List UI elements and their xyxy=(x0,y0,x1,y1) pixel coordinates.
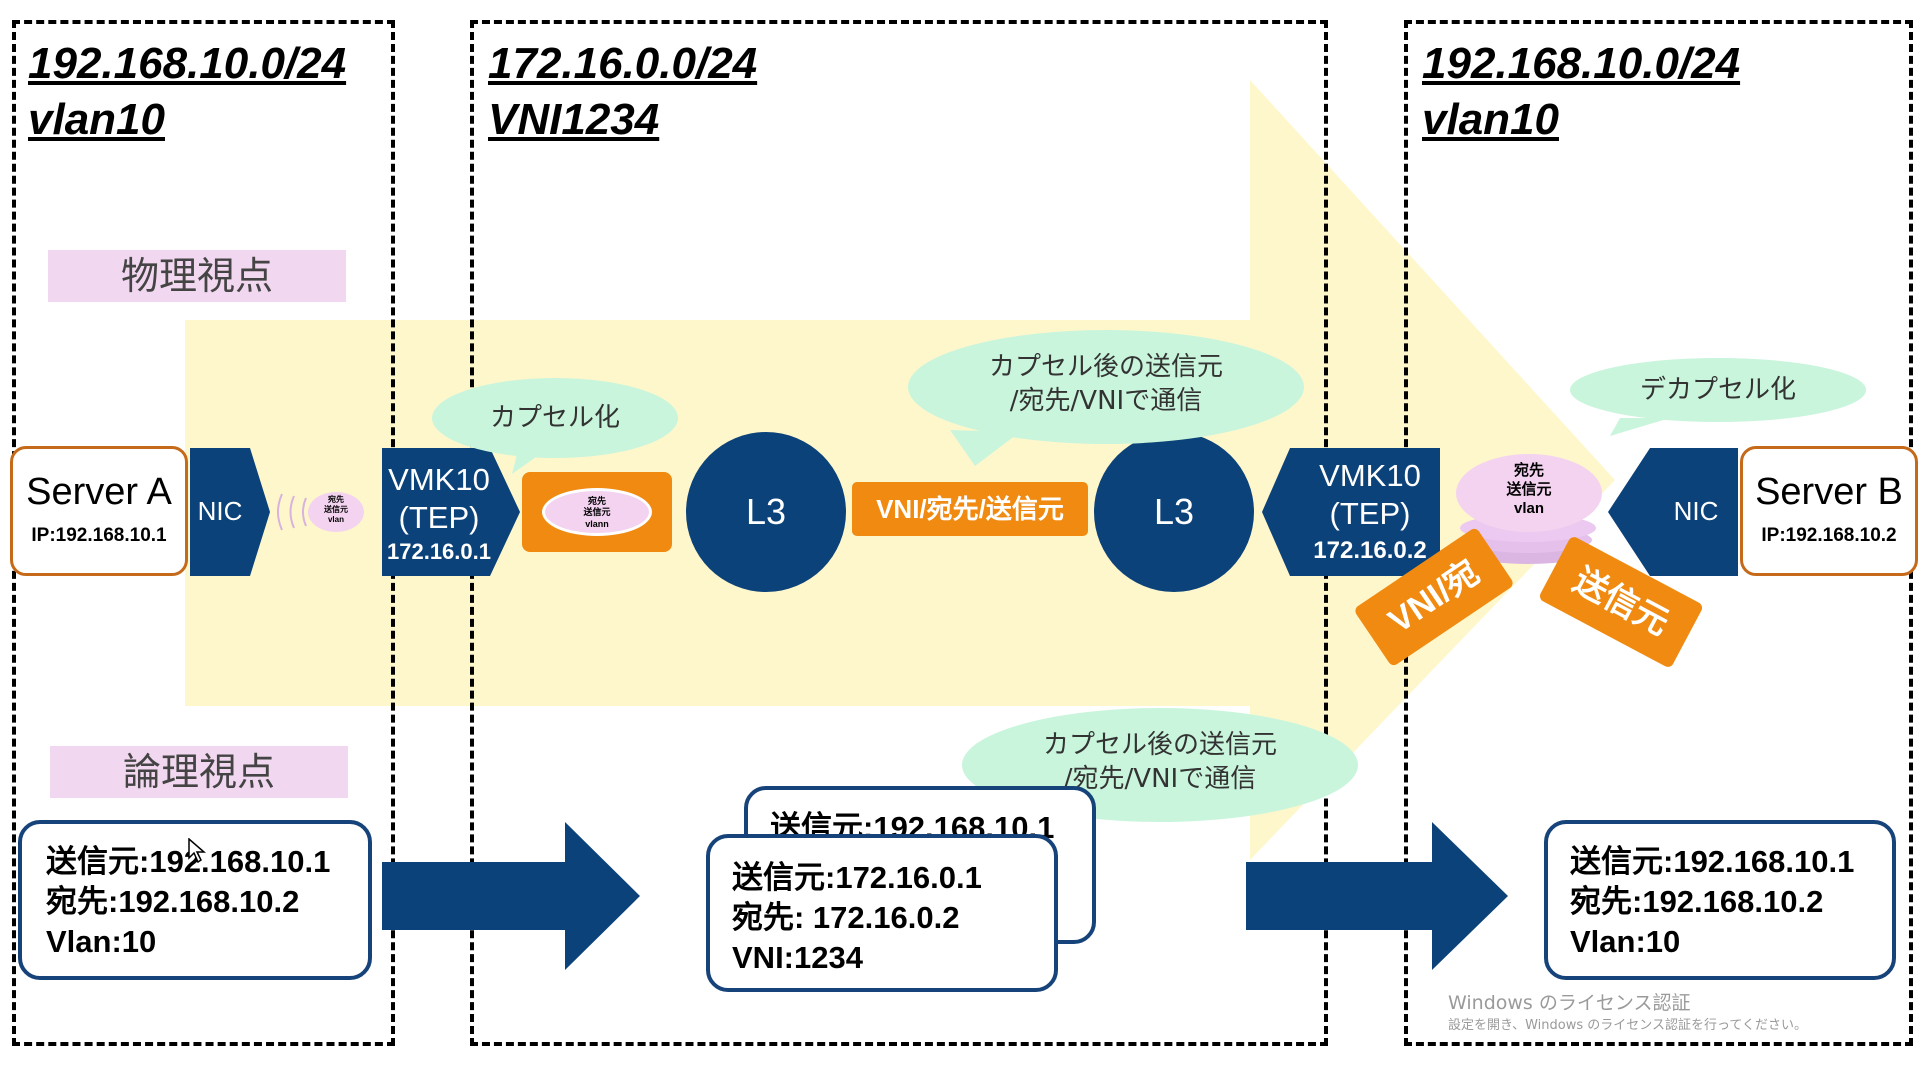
inner-packet: 宛先 送信元 vlann xyxy=(542,488,652,536)
zone-right-subnet: 192.168.10.0/24 xyxy=(1422,39,1741,88)
logical-box-right: 送信元:192.168.10.1 宛先:192.168.10.2 Vlan:10 xyxy=(1544,820,1896,980)
packet-right-src: 送信元 xyxy=(1506,480,1552,498)
logical-left-dst: 宛先:192.168.10.2 xyxy=(46,884,300,919)
vmk-left-arrow-shape xyxy=(382,448,520,576)
cloud-decapsulation: デカプセル化 xyxy=(1570,358,1866,422)
watermark-line1: Windows のライセンス認証 xyxy=(1448,992,1691,1014)
cloud-decap-tail xyxy=(1610,418,1670,436)
vmk-right-tep: (TEP) xyxy=(1329,496,1411,531)
cloud-logical-comm-line2: /宛先/VNIで通信 xyxy=(1063,764,1257,794)
nic-left-label: NIC xyxy=(197,496,243,526)
encapsulated-packet: 宛先 送信元 vlann xyxy=(522,472,672,552)
logical-middle-vni: VNI:1234 xyxy=(732,940,863,975)
packet-right: 宛先 送信元 vlan xyxy=(1456,454,1602,532)
vmk-left-tep: (TEP) xyxy=(398,500,480,535)
server-b-ip: IP:192.168.10.2 xyxy=(1761,525,1897,546)
cloud-encapsulation: カプセル化 xyxy=(432,378,678,458)
cloud-physical-comm-line1: カプセル後の送信元 xyxy=(988,352,1223,382)
zone-left-subnet: 192.168.10.0/24 xyxy=(28,39,347,88)
logical-right-src: 送信元:192.168.10.1 xyxy=(1570,844,1855,879)
packet-right-dst: 宛先 xyxy=(1513,462,1544,479)
inner-packet-vlan: vlann xyxy=(585,518,609,529)
logical-left-src: 送信元:192.168.10.1 xyxy=(46,844,331,879)
logical-arrow-left xyxy=(382,822,640,970)
packet-small: 宛先 送信元 vlan xyxy=(308,492,364,532)
zone-right-tag: vlan10 xyxy=(1422,95,1559,144)
cloud-physical-comm: カプセル後の送信元 /宛先/VNIで通信 xyxy=(908,330,1304,444)
server-b: Server B IP:192.168.10.2 xyxy=(1740,446,1918,576)
vmk-left-ip: 172.16.0.1 xyxy=(387,539,491,564)
nic-right-arrow-shape xyxy=(1608,448,1738,576)
vmk-right-ip: 172.16.0.2 xyxy=(1313,537,1427,564)
watermark-line2: 設定を開き、Windows のライセンス認証を行ってください。 xyxy=(1448,1018,1807,1033)
cloud-physical-comm-line2: /宛先/VNIで通信 xyxy=(1009,386,1203,416)
nic-right-label: NIC xyxy=(1673,496,1719,526)
zone-middle-tag: VNI1234 xyxy=(488,95,660,144)
logical-right-vlan: Vlan:10 xyxy=(1570,924,1681,959)
big-flow-arrow xyxy=(185,80,1615,860)
logical-box-left: 送信元:192.168.10.1 宛先:192.168.10.2 Vlan:10 xyxy=(18,820,372,980)
server-a-ip: IP:192.168.10.1 xyxy=(31,525,167,546)
vmk-right-name: VMK10 xyxy=(1319,458,1421,493)
inner-packet-dst: 宛先 xyxy=(587,496,606,506)
zone-left-tag: vlan10 xyxy=(28,95,165,144)
packet-small-dst: 宛先 xyxy=(328,495,344,504)
logical-box-middle: 送信元:172.16.0.1 宛先: 172.16.0.2 VNI:1234 xyxy=(706,834,1058,992)
cloud-logical-comm: カプセル後の送信元 /宛先/VNIで通信 xyxy=(962,708,1358,822)
signal-waves-icon xyxy=(277,493,307,531)
packet-small-src: 送信元 xyxy=(324,505,348,514)
logical-left-vlan: Vlan:10 xyxy=(46,924,157,959)
cloud-phys-tail xyxy=(950,430,1020,466)
inner-packet-src: 送信元 xyxy=(583,507,611,518)
server-b-name: Server B xyxy=(1755,471,1903,513)
server-a-name: Server A xyxy=(26,471,172,513)
logical-arrow-right xyxy=(1246,822,1508,970)
packet-small-vlan: vlan xyxy=(327,515,344,524)
logical-view-label: 論理視点 xyxy=(50,746,348,798)
router-l3-right: L3 xyxy=(1094,432,1254,592)
logical-middle-src: 送信元:172.16.0.1 xyxy=(732,860,982,895)
vmk-left-name: VMK10 xyxy=(388,462,490,497)
packet-right-vlan: vlan xyxy=(1513,499,1544,517)
tunnel-header-label: VNI/宛先/送信元 xyxy=(852,482,1088,536)
router-l3-left: L3 xyxy=(686,432,846,592)
logical-middle-dst: 宛先: 172.16.0.2 xyxy=(732,900,960,935)
mouse-cursor-icon xyxy=(188,838,206,864)
cloud-logical-comm-line1: カプセル後の送信元 xyxy=(1042,730,1277,760)
zone-middle-subnet: 172.16.0.0/24 xyxy=(488,39,758,88)
logical-right-dst: 宛先:192.168.10.2 xyxy=(1570,884,1824,919)
vmk-right-arrow-shape xyxy=(1262,448,1440,576)
nic-left-arrow-shape xyxy=(190,448,270,576)
physical-view-label: 物理視点 xyxy=(48,250,346,302)
server-a: Server A IP:192.168.10.1 xyxy=(10,446,188,576)
